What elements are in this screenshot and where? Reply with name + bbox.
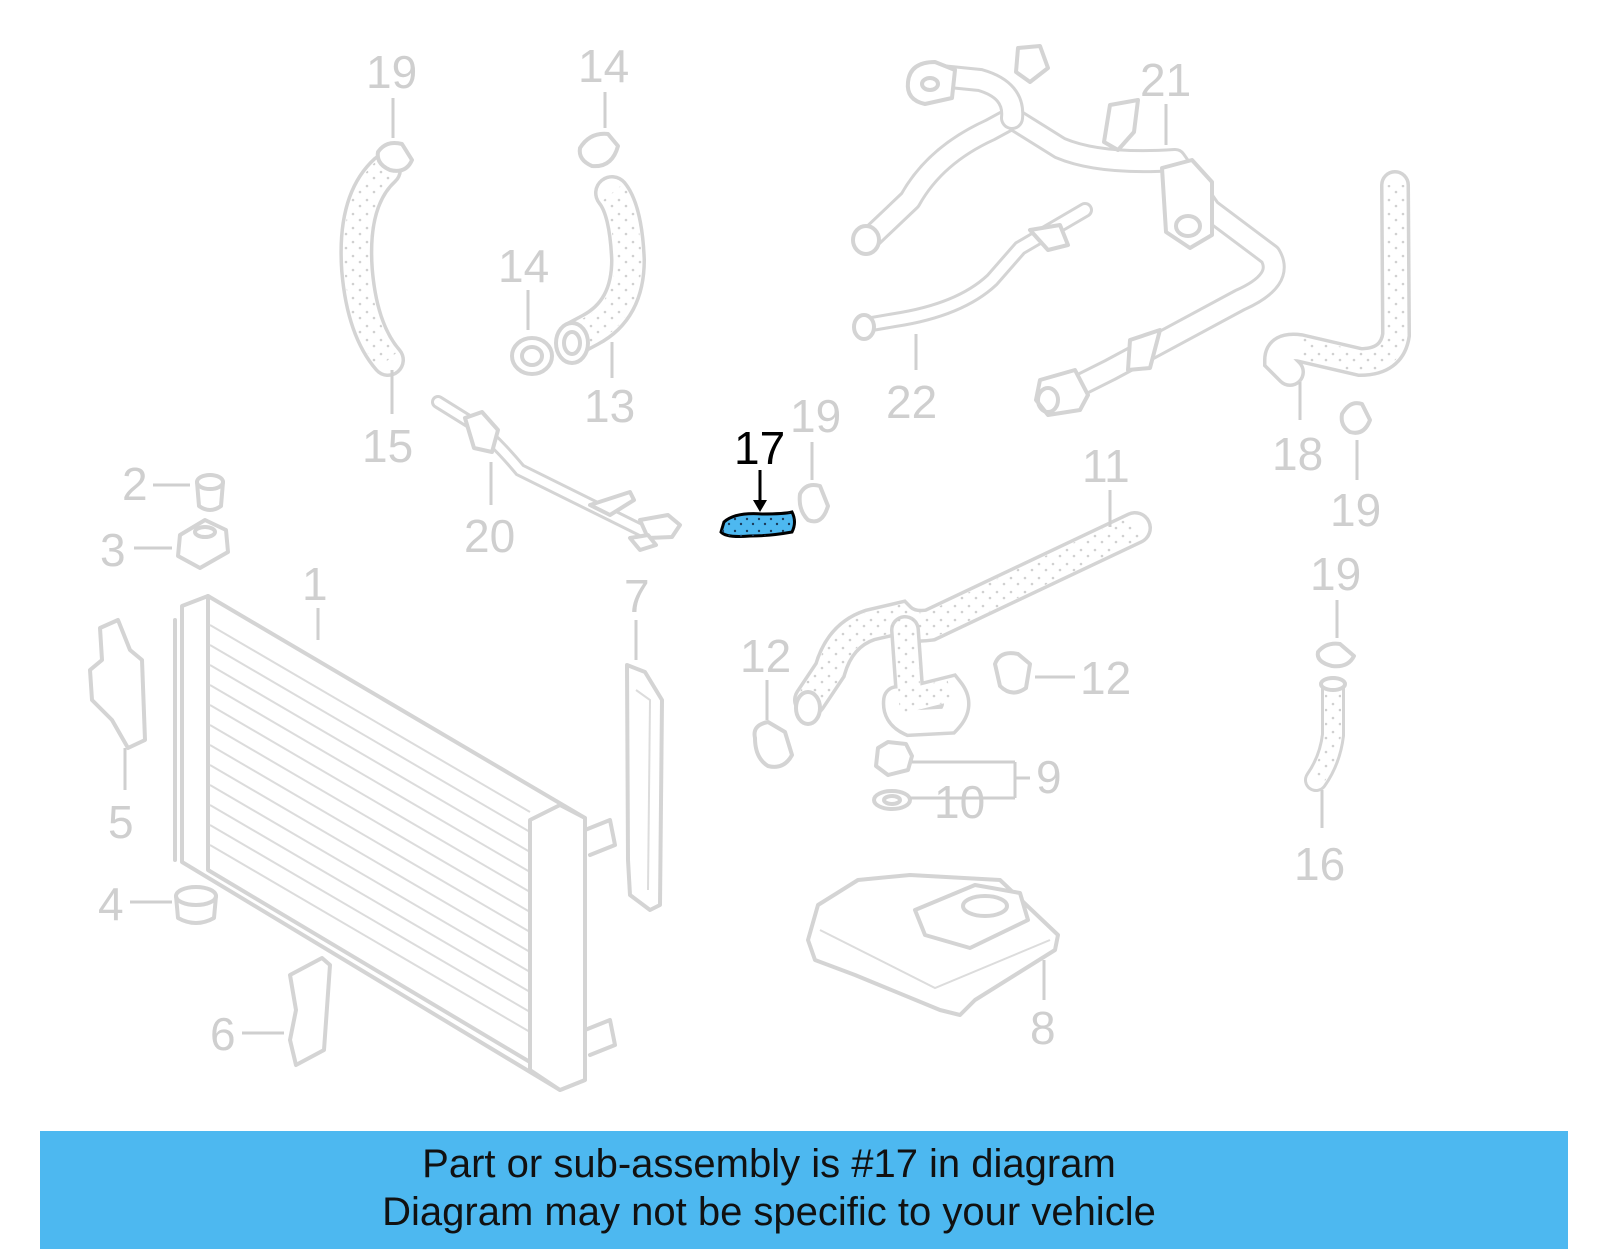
- callout-14b: 14: [498, 240, 549, 292]
- callout-14a: 14: [578, 40, 629, 92]
- mount-part-3: [176, 518, 230, 570]
- leader-lines: [123, 92, 1359, 1035]
- callout-13: 13: [584, 380, 635, 432]
- clamp-part-12b: [993, 651, 1032, 695]
- callout-10: 10: [934, 776, 985, 828]
- bracket-part-6: [288, 956, 332, 1067]
- radiator-part-1: [173, 594, 617, 1092]
- bushing-part-4: [174, 885, 218, 925]
- callout-1: 1: [302, 558, 328, 610]
- callout-12b: 12: [1080, 652, 1131, 704]
- callout-19c: 19: [1330, 484, 1381, 536]
- callout-19d: 19: [1310, 548, 1361, 600]
- callout-19b: 19: [790, 390, 841, 442]
- callout-9: 9: [1036, 751, 1062, 803]
- clamp-part-19b: [797, 483, 830, 524]
- seal-strip-part-7: [625, 663, 664, 912]
- clamp-part-19d: [1315, 641, 1356, 669]
- callout-17-highlighted: 17: [734, 422, 785, 512]
- pipe-assembly-part-21: [851, 44, 1286, 417]
- callout-17: 17: [734, 422, 785, 474]
- callout-7: 7: [624, 570, 650, 622]
- callout-16: 16: [1294, 838, 1345, 890]
- clamp-part-12a: [752, 720, 794, 769]
- callout-18: 18: [1272, 428, 1323, 480]
- callout-19a: 19: [366, 46, 417, 98]
- callout-12a: 12: [740, 630, 791, 682]
- hose-part-16: [1304, 676, 1347, 792]
- callout-2: 2: [122, 458, 148, 510]
- hose-part-18: [1262, 170, 1412, 387]
- clamp-part-19a: [375, 141, 414, 173]
- expansion-tank-part-8: [806, 873, 1060, 1017]
- grommet-part-2: [195, 473, 225, 512]
- callout-3: 3: [100, 524, 126, 576]
- hose-part-17-highlighted[interactable]: [719, 510, 796, 538]
- callout-22: 22: [886, 376, 937, 428]
- banner-line-part: Part or sub-assembly is #17 in diagram: [422, 1142, 1116, 1186]
- cap-part-9: [874, 740, 914, 777]
- callout-8: 8: [1030, 1002, 1056, 1054]
- hose-part-11: [793, 511, 1152, 738]
- callout-labels: 1 2 3 4 5 6 7 8 9 10 11 12 12 13 14 14 1…: [98, 40, 1381, 1060]
- seal-ring-part-10: [872, 789, 912, 811]
- bracket-part-5: [88, 618, 147, 750]
- callout-15: 15: [362, 420, 413, 472]
- pipe-part-22: [852, 202, 1093, 341]
- callout-5: 5: [108, 796, 134, 848]
- hose-part-13: [554, 175, 647, 365]
- clamp-part-14a: [577, 131, 620, 169]
- clamp-part-19c: [1339, 401, 1372, 435]
- banner-line-disclaimer: Diagram may not be specific to your vehi…: [382, 1190, 1156, 1234]
- pipe-part-20: [431, 395, 682, 552]
- info-banner: Part or sub-assembly is #17 in diagram D…: [40, 1131, 1568, 1249]
- callout-6: 6: [210, 1008, 236, 1060]
- callout-4: 4: [98, 878, 124, 930]
- callout-20: 20: [464, 510, 515, 562]
- hose-part-15: [339, 153, 405, 377]
- clamp-part-14b: [510, 336, 554, 376]
- callout-21: 21: [1140, 54, 1191, 106]
- callout-11: 11: [1082, 440, 1130, 492]
